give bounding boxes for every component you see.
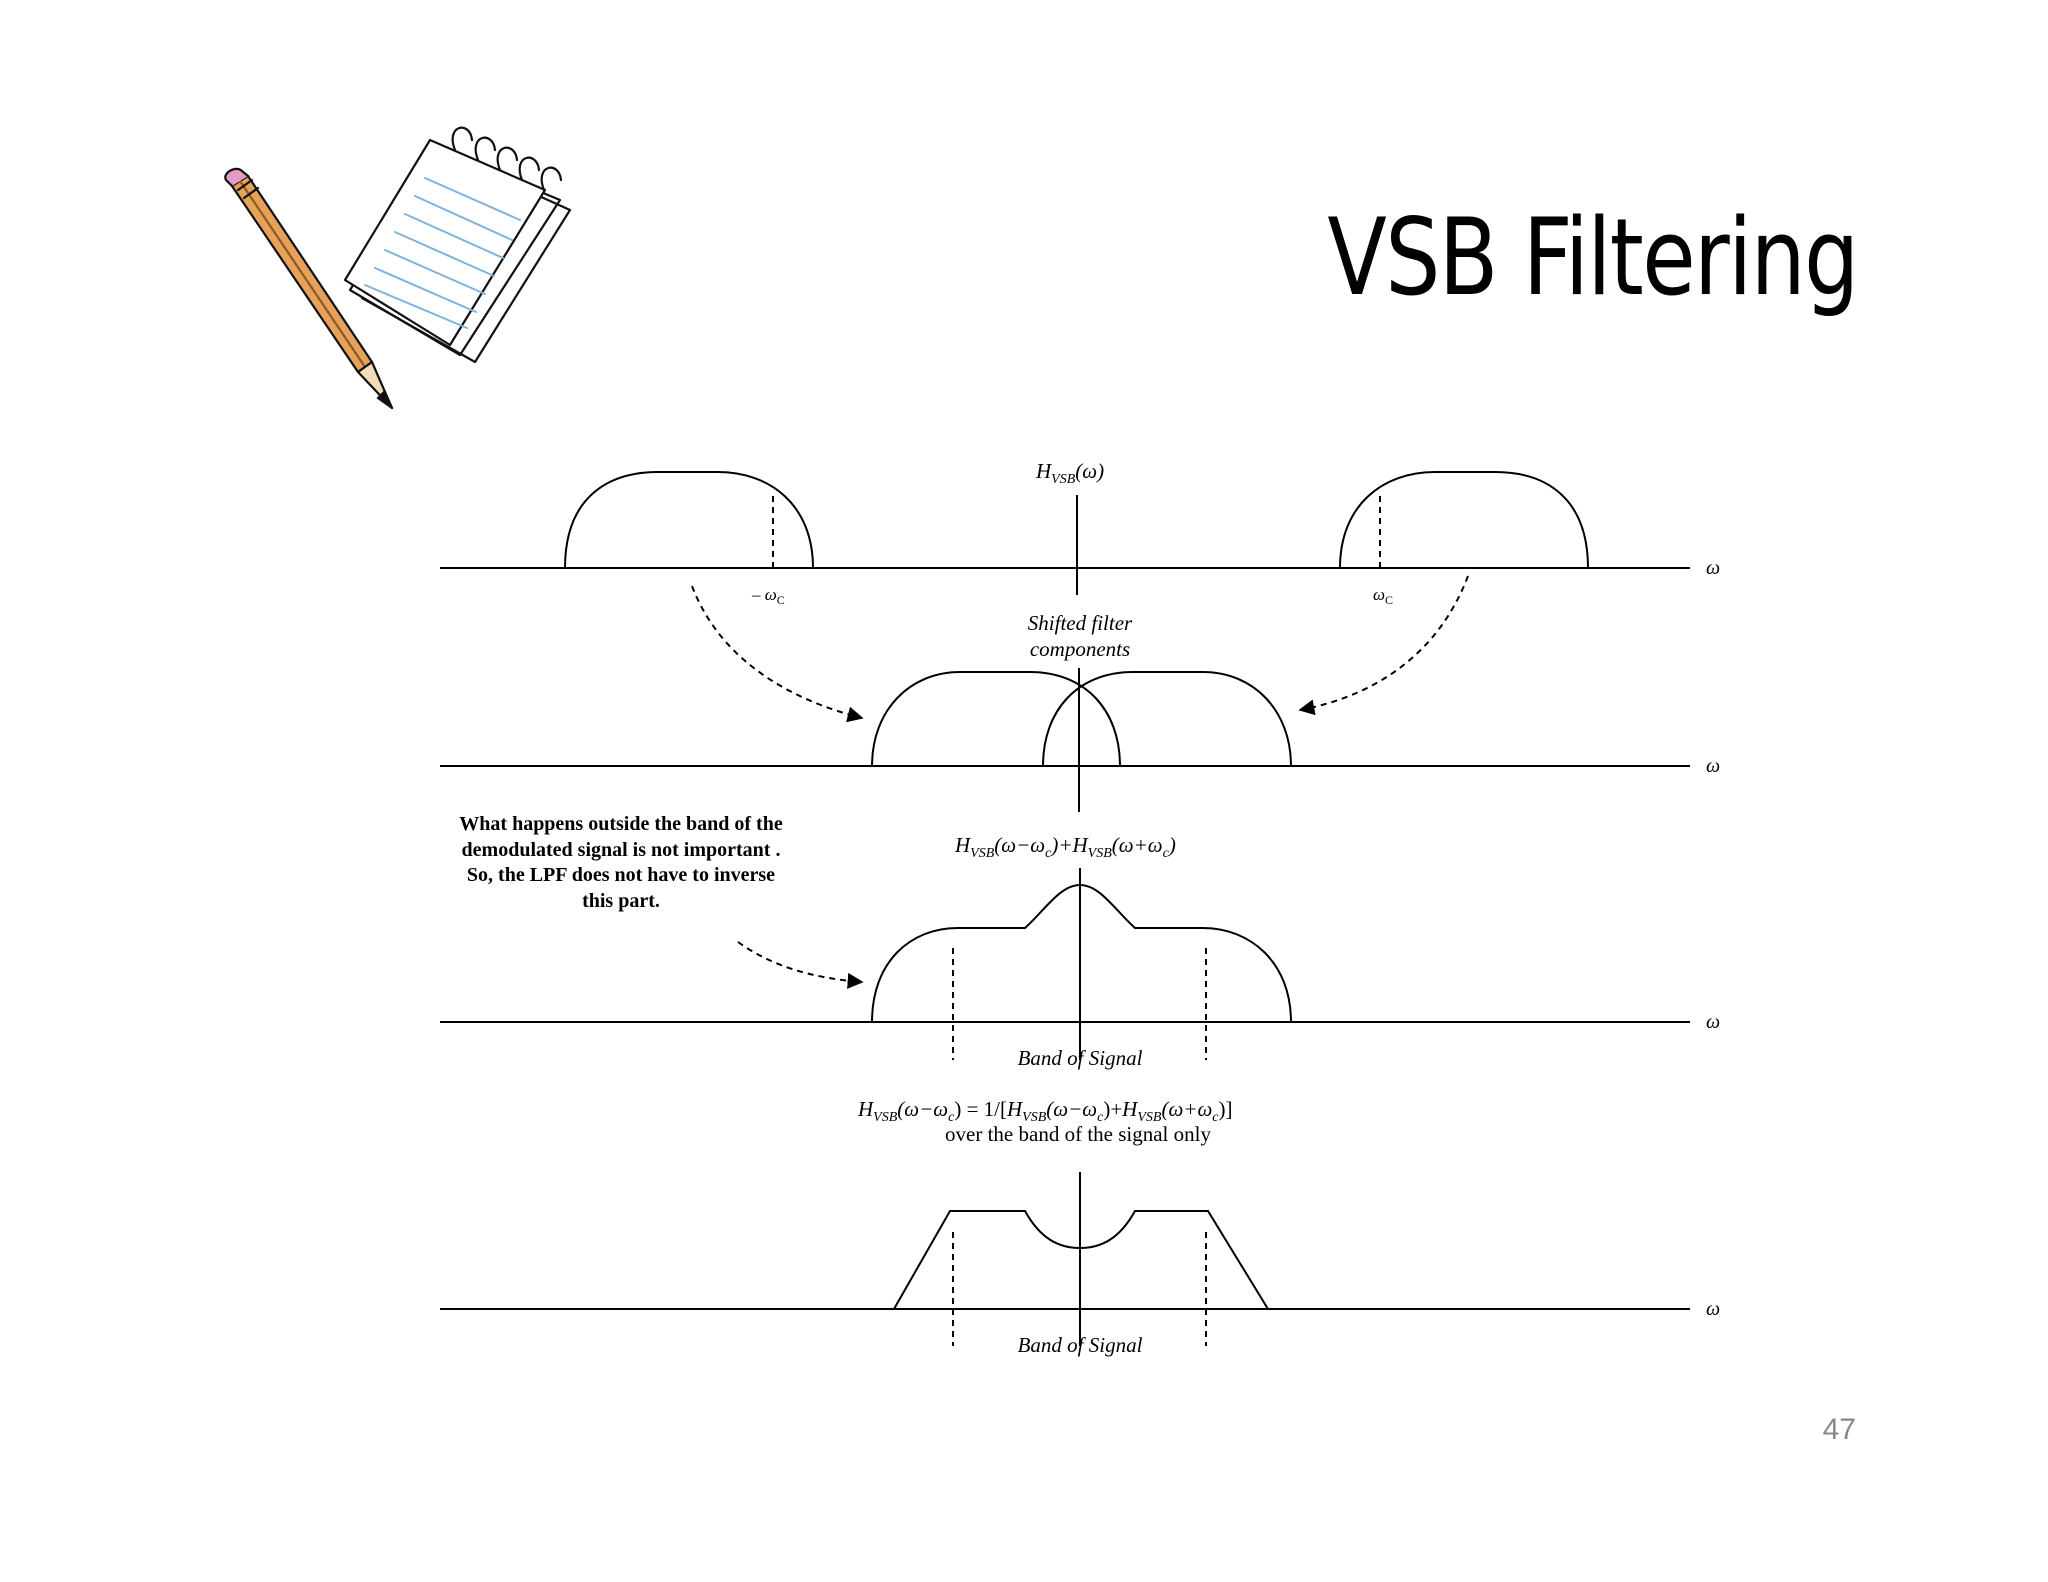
shifted-filter-caption-line1: Shifted filter: [1028, 611, 1133, 635]
panel1-function-label: HVSB(ω): [1035, 459, 1104, 487]
slide-title: VSB Filtering: [1327, 196, 1860, 319]
page-number: 47: [1822, 1413, 1856, 1446]
pos-carrier-label: ωC: [1373, 585, 1393, 607]
panel3-omega-label: ω: [1706, 1011, 1720, 1033]
panel2-omega-label: ω: [1706, 755, 1720, 777]
right-shift-arrow: [1298, 575, 1469, 716]
neg-carrier-label: – ωC: [751, 585, 785, 607]
lpf-note: What happens outside the band of the dem…: [459, 813, 783, 912]
panel4-band-label: Band of Signal: [1018, 1333, 1143, 1357]
panel3-sum-label: HVSB(ω−ωc)+HVSB(ω+ωc): [954, 833, 1176, 861]
panel1-left-lobe: [564, 471, 814, 569]
panel4-equation: HVSB(ω−ωc) = 1/[HVSB(ω−ωc)+HVSB(ω+ωc)]: [857, 1097, 1233, 1125]
panel1-omega-label: ω: [1706, 557, 1720, 579]
left-shift-arrow: [691, 585, 864, 723]
panel4-omega-label: ω: [1706, 1298, 1720, 1320]
panel3-band-label: Band of Signal: [1018, 1046, 1143, 1070]
note-arrow: [737, 941, 864, 989]
panel4-equalizer-response: [893, 1210, 1269, 1310]
panel1-right-lobe: [1339, 471, 1589, 569]
panel3-sum-response: [871, 883, 1292, 1023]
panel2-shifted-lobe-left: [871, 671, 1121, 767]
panel2-shifted-lobe-right: [1042, 671, 1292, 767]
panel4-subtitle: over the band of the signal only: [945, 1122, 1211, 1146]
shifted-filter-caption-line2: components: [1030, 637, 1130, 661]
